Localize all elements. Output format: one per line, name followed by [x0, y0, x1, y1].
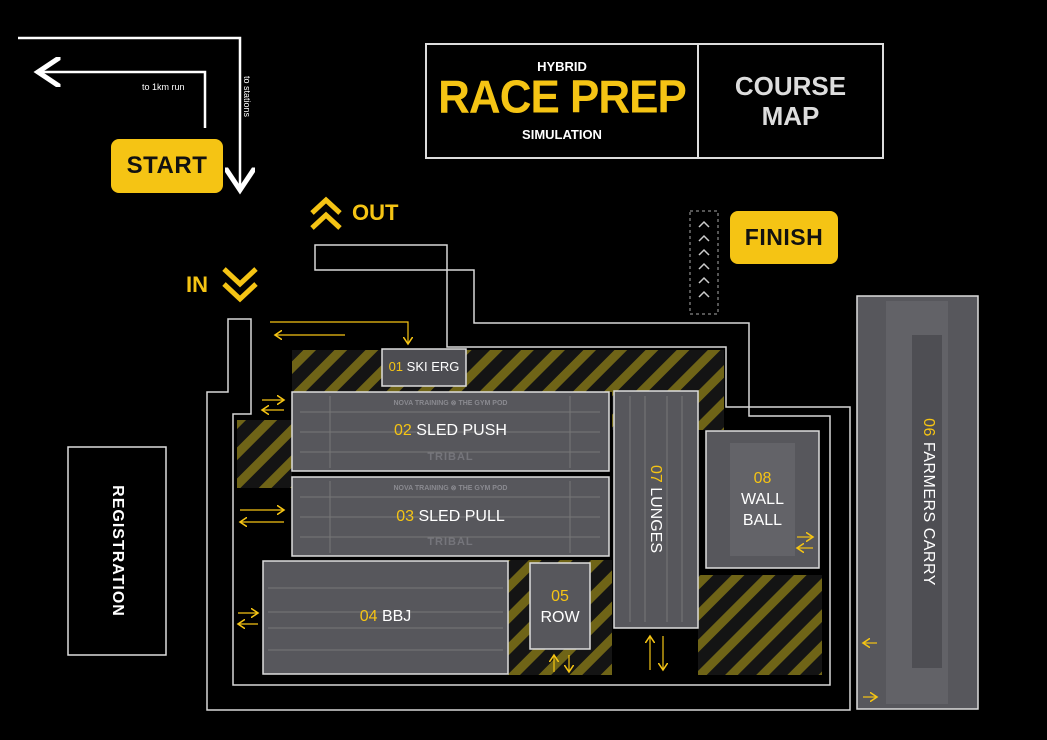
station-num: 06: [920, 418, 937, 437]
station-name: ROW: [540, 609, 580, 626]
title-box: HYBRID RACE PREP SIMULATION: [425, 43, 699, 159]
station-num: 03: [396, 508, 415, 525]
in-label: IN: [186, 272, 208, 297]
station-lunges: [613, 390, 699, 629]
station-name: SLED PUSH: [416, 422, 507, 439]
registration-label: REGISTRATION: [109, 485, 126, 617]
station-label-bbj: 04 BBJ: [263, 608, 508, 626]
station-sled-push: [291, 391, 610, 472]
station-label-sled-push: 02 SLED PUSH: [292, 422, 609, 440]
path-to-run: [38, 72, 207, 128]
station-label-lunges: 07 LUNGES: [646, 465, 664, 553]
station-num: 01: [388, 359, 404, 374]
out-chevron-icon: [310, 196, 342, 230]
finish-chute: [689, 210, 719, 315]
station-num: 08: [753, 470, 772, 487]
turf-brand-push: NOVA TRAINING ⊗ THE GYM POD: [393, 400, 508, 407]
start-marker: START: [111, 139, 223, 193]
course-map-line1: COURSE: [734, 71, 847, 101]
finish-marker: FINISH: [730, 211, 838, 264]
station-label-wall-ball: 08 WALL BALL: [706, 468, 819, 531]
course-map-box: COURSE MAP: [697, 43, 884, 159]
station-num: 04: [359, 608, 378, 625]
to-stations-label: to stations: [242, 76, 252, 118]
station-name: WALL: [741, 491, 784, 508]
title-hybrid: HYBRID: [537, 59, 587, 74]
station-name: BALL: [742, 512, 783, 529]
flow-arrows: [238, 321, 877, 697]
station-bbj: [262, 560, 509, 675]
registration-box: [67, 446, 167, 656]
course-map-line2: MAP: [761, 101, 820, 131]
title-race-prep: RACE PREP: [438, 71, 687, 124]
station-row: [529, 562, 591, 650]
station-label-row: 05 ROW: [530, 586, 590, 628]
station-num: 05: [551, 588, 569, 605]
turf-brand-pull: NOVA TRAINING ⊗ THE GYM POD: [393, 485, 508, 492]
turf-tribal-push: TRIBAL: [427, 451, 474, 463]
to-run-label: to 1km run: [142, 82, 185, 92]
finish-chevrons-icon: [698, 220, 710, 298]
station-name: BBJ: [381, 608, 412, 625]
in-chevron-icon: [222, 267, 258, 303]
station-label-farmers-carry: 06 FARMERS CARRY: [919, 418, 937, 586]
station-num: 07: [647, 464, 664, 483]
station-name: LUNGES: [647, 487, 664, 554]
title-simulation: SIMULATION: [522, 127, 602, 142]
out-label: OUT: [352, 200, 399, 225]
venue-outline: [206, 244, 851, 711]
station-name: FARMERS CARRY: [920, 441, 937, 586]
station-num: 02: [394, 422, 412, 439]
station-ski-erg: [381, 348, 467, 387]
station-farmers-carry: [856, 295, 979, 710]
station-name: SKI ERG: [406, 359, 460, 374]
station-name: SLED PULL: [418, 508, 505, 525]
station-wall-ball: [705, 430, 820, 569]
path-to-stations: [18, 36, 240, 190]
turf-tribal-pull: TRIBAL: [427, 536, 474, 548]
station-label-ski-erg: 01 SKI ERG: [382, 359, 466, 374]
station-label-sled-pull: 03 SLED PULL: [292, 508, 609, 526]
station-sled-pull: [291, 476, 610, 557]
